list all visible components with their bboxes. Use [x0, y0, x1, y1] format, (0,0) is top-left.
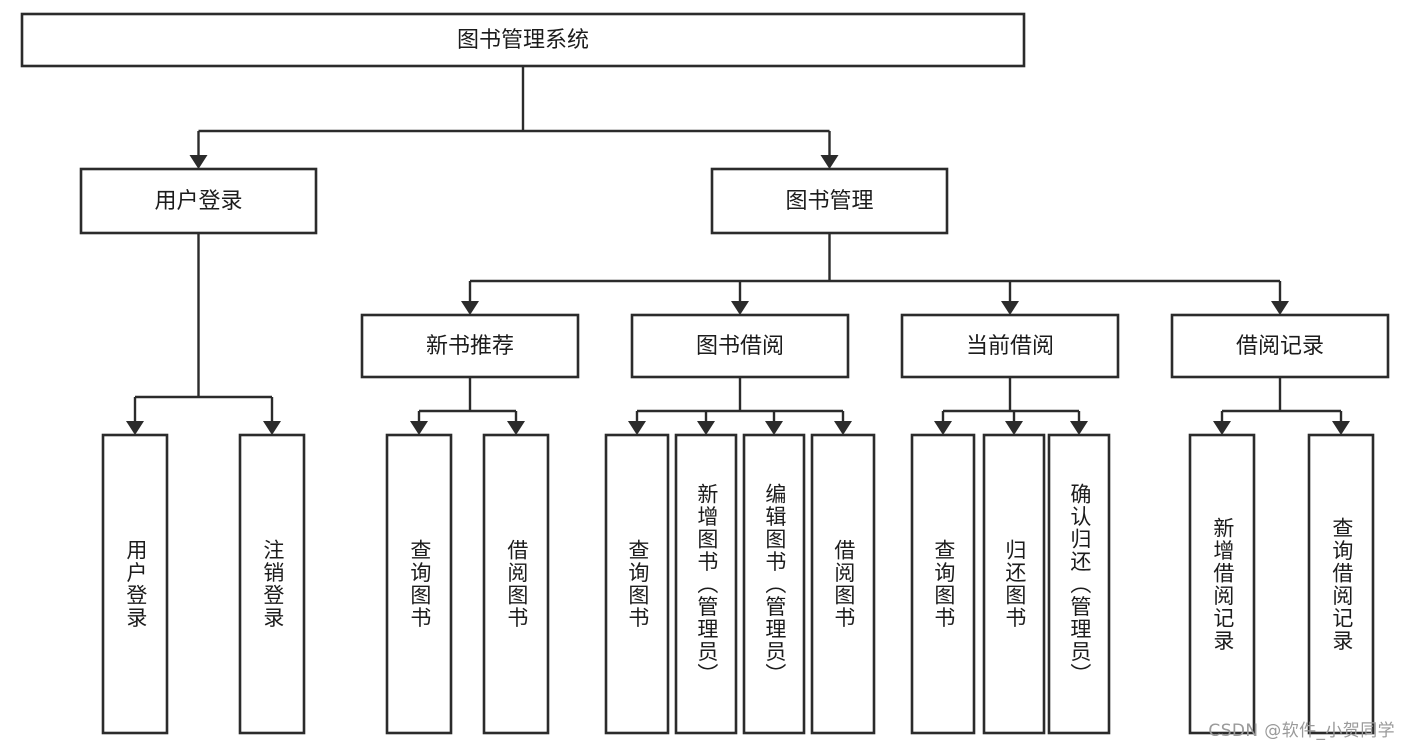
boxes-layer: [20, 12, 1390, 735]
arrow-head-icon: [765, 421, 783, 435]
arrow-head-icon: [263, 421, 281, 435]
arrow-head-icon: [461, 301, 479, 315]
node-box-leaf-add-borrow-record[interactable]: [1188, 433, 1256, 735]
node-box-leaf-borrow-book[interactable]: [810, 433, 876, 735]
node-box-book-borrow[interactable]: [630, 313, 850, 379]
arrow-head-icon: [410, 421, 428, 435]
node-box-leaf-confirm-return-admin[interactable]: [1047, 433, 1111, 735]
arrow-head-icon: [820, 155, 839, 169]
node-box-user-login[interactable]: [79, 167, 318, 235]
arrow-head-icon: [189, 155, 208, 169]
node-label-borrow-records: 借阅记录: [1236, 334, 1324, 359]
arrow-head-icon: [1070, 421, 1088, 435]
arrow-head-icon: [1005, 421, 1023, 435]
node-box-book-management[interactable]: [710, 167, 949, 235]
arrow-head-icon: [834, 421, 852, 435]
node-label-new-book-recommend: 新书推荐: [426, 334, 514, 359]
arrow-head-icon: [934, 421, 952, 435]
node-box-leaf-query-book-borrow[interactable]: [604, 433, 670, 735]
arrow-head-icon: [697, 421, 715, 435]
node-label-book-borrow: 图书借阅: [696, 334, 784, 359]
node-box-new-book-recommend[interactable]: [360, 313, 580, 379]
arrow-head-icon: [1332, 421, 1350, 435]
arrow-head-icon: [1271, 301, 1289, 315]
node-box-leaf-query-book-current[interactable]: [910, 433, 976, 735]
edges-layer: [126, 66, 1350, 435]
node-box-leaf-query-borrow-record[interactable]: [1307, 433, 1375, 735]
node-label-user-login: 用户登录: [154, 189, 242, 214]
arrow-head-icon: [1213, 421, 1231, 435]
node-label-current-borrow: 当前借阅: [966, 334, 1054, 359]
node-box-leaf-user-login[interactable]: [101, 433, 169, 735]
arrow-head-icon: [507, 421, 525, 435]
node-box-current-borrow[interactable]: [900, 313, 1120, 379]
arrow-head-icon: [628, 421, 646, 435]
node-label-book-management: 图书管理: [785, 189, 873, 214]
node-box-root[interactable]: [20, 12, 1026, 68]
node-box-leaf-add-book-admin[interactable]: [674, 433, 738, 735]
arrow-head-icon: [126, 421, 144, 435]
node-box-leaf-return-book[interactable]: [982, 433, 1046, 735]
node-box-leaf-borrow-book-recommend[interactable]: [482, 433, 550, 735]
node-box-leaf-edit-book-admin[interactable]: [742, 433, 806, 735]
node-label-root: 图书管理系统: [457, 28, 589, 53]
node-box-leaf-logout[interactable]: [238, 433, 306, 735]
arrow-head-icon: [731, 301, 749, 315]
node-box-leaf-query-book-recommend[interactable]: [385, 433, 453, 735]
csdn-watermark: CSDN @软件_小贺同学: [1208, 721, 1395, 741]
node-box-borrow-records[interactable]: [1170, 313, 1390, 379]
arrow-head-icon: [1001, 301, 1019, 315]
